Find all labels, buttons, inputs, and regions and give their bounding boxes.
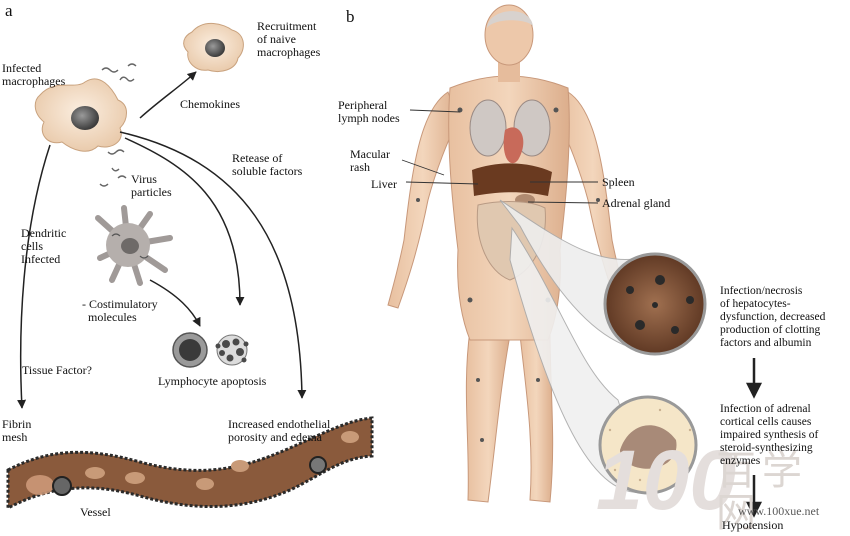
lymphocyte-healthy [172,332,208,368]
label-recruitment: Recruitment of naive macrophages [257,19,321,59]
label-infected-macrophages: Infected macrophages [2,61,66,88]
label-endothelial: Increased endothelial porosity and edema [228,417,331,444]
label-release-factors: Retease of soluble factors [232,151,303,178]
label-hypotension: Hypotension [722,518,784,532]
panel-a-letter: a [5,1,13,20]
watermark-number: 100 [596,433,737,527]
watermark-url: www.100xue.net [738,504,820,518]
adrenal-magnified-disk [598,395,698,495]
arrow-endothelial [119,131,307,399]
label-costimulatory: - Costimulatory molecules [82,297,158,324]
naive-macrophage-cell [183,23,244,72]
label-fibrin-mesh: Fibrin mesh [2,417,32,444]
liver-magnified-disk [603,252,707,356]
panel-b-letter: b [346,7,355,26]
label-hepatocytes: Infection/necrosis of hepatocytes- dysfu… [720,285,826,349]
flow-arrows [745,358,763,518]
panel-a-arrows [17,71,307,409]
arrowhead-liver-to-adrenal [745,382,763,399]
virus-particles [99,63,137,187]
arrow-tissue-factor [17,144,51,409]
label-adrenal-infection: Infection of adrenal cortical cells caus… [720,403,819,467]
arrow-chemokines [139,71,197,119]
label-peripheral: Peripheral lymph nodes [338,98,400,125]
leader-peripheral [409,109,461,113]
leader-lines [401,109,599,204]
label-lymphocyte-apoptosis: Lymphocyte apoptosis [158,374,267,388]
label-liver: Liver [371,177,397,191]
label-macular: Macular rash [350,147,390,174]
label-virus-particles: Virus particles [131,172,172,199]
label-tissue-factor: Tissue Factor? [22,363,92,377]
leader-macular [401,159,445,176]
label-vessel: Vessel [80,505,111,519]
leader-adrenal [527,201,599,204]
arrowhead-adrenal-to-hypotension [745,501,763,518]
blood-vessel [6,416,374,511]
arrow-soluble-factors [124,137,245,306]
arrow-costimulatory [149,279,201,327]
label-chemokines: Chemokines [180,97,240,111]
watermark-chinese: 百学网 [716,449,808,535]
infected-macrophage-cell [34,78,127,152]
dendritic-cell [95,205,173,286]
lymphocyte-apoptotic [215,334,249,366]
label-spleen: Spleen [602,175,635,189]
label-adrenal: Adrenal gland [602,196,671,210]
label-dendritic: Dendritic cells Infected [21,226,67,266]
leader-liver [405,181,479,185]
